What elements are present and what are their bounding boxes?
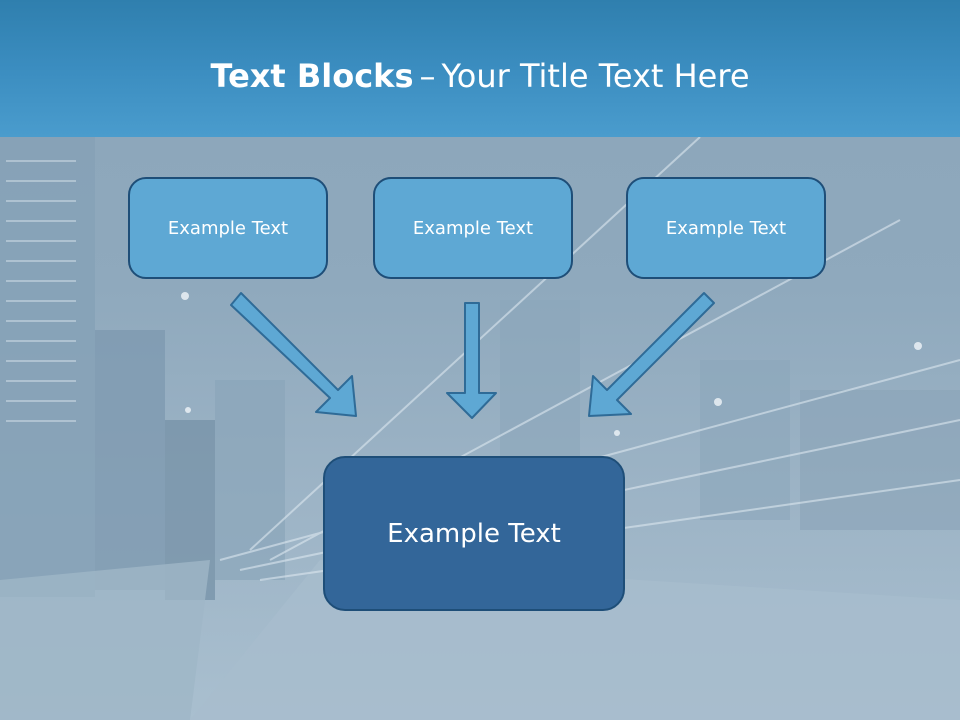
arrow-down-right-icon	[230, 292, 357, 417]
arrow-down-icon	[446, 302, 497, 419]
text-block-left-label: Example Text	[167, 217, 289, 239]
text-block-center[interactable]: Example Text	[373, 177, 573, 279]
text-block-center-label: Example Text	[412, 217, 534, 239]
text-block-right[interactable]: Example Text	[626, 177, 826, 279]
slide-title: Text Blocks–Your Title Text Here	[0, 52, 960, 100]
text-block-bottom-label: Example Text	[387, 518, 561, 549]
text-block-right-label: Example Text	[665, 217, 787, 239]
title-rest-text: Your Title Text Here	[441, 57, 750, 95]
title-dash: –	[419, 57, 436, 95]
text-block-bottom[interactable]: Example Text	[323, 456, 625, 611]
arrow-down-left-icon	[588, 292, 715, 417]
title-bold-text: Text Blocks	[210, 57, 414, 95]
title-bar	[0, 0, 960, 137]
text-block-left[interactable]: Example Text	[128, 177, 328, 279]
